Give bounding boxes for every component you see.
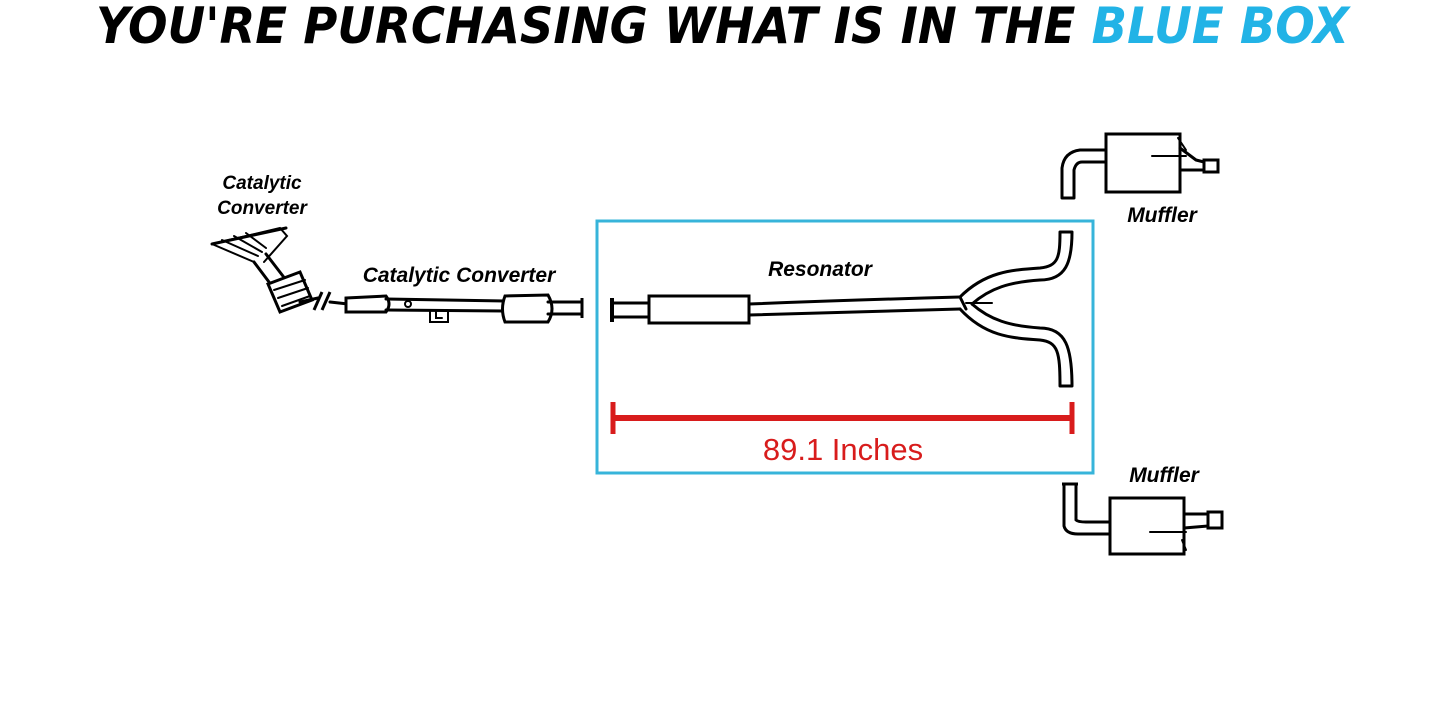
y-pipe	[958, 230, 1074, 388]
headline-accent: BLUE BOX	[1091, 0, 1350, 55]
muffler-bottom	[1062, 482, 1224, 556]
resonator-assembly	[610, 294, 968, 325]
exhaust-manifold	[210, 226, 289, 288]
label-measurement: 89.1 Inches	[763, 432, 923, 467]
catalytic-converter-mid-pipe	[328, 293, 584, 324]
muffler-top	[1060, 132, 1220, 200]
measurement-bar	[610, 402, 1075, 434]
label-catalytic-converter-top-line2: Converter	[217, 198, 308, 219]
headline-main: YOU'RE PURCHASING WHAT IS IN THE	[95, 0, 1092, 55]
label-catalytic-converter-mid: Catalytic Converter	[363, 264, 557, 287]
label-muffler-bottom: Muffler	[1129, 464, 1200, 487]
blue-box	[595, 219, 1095, 475]
label-muffler-top: Muffler	[1127, 204, 1198, 227]
flange-joint	[312, 291, 332, 311]
label-catalytic-converter-top-line1: Catalytic	[222, 173, 302, 194]
catalytic-converter-front	[266, 270, 320, 314]
label-resonator: Resonator	[768, 258, 874, 281]
headline: YOU'RE PURCHASING WHAT IS IN THE BLUE BO…	[51, 0, 1395, 52]
